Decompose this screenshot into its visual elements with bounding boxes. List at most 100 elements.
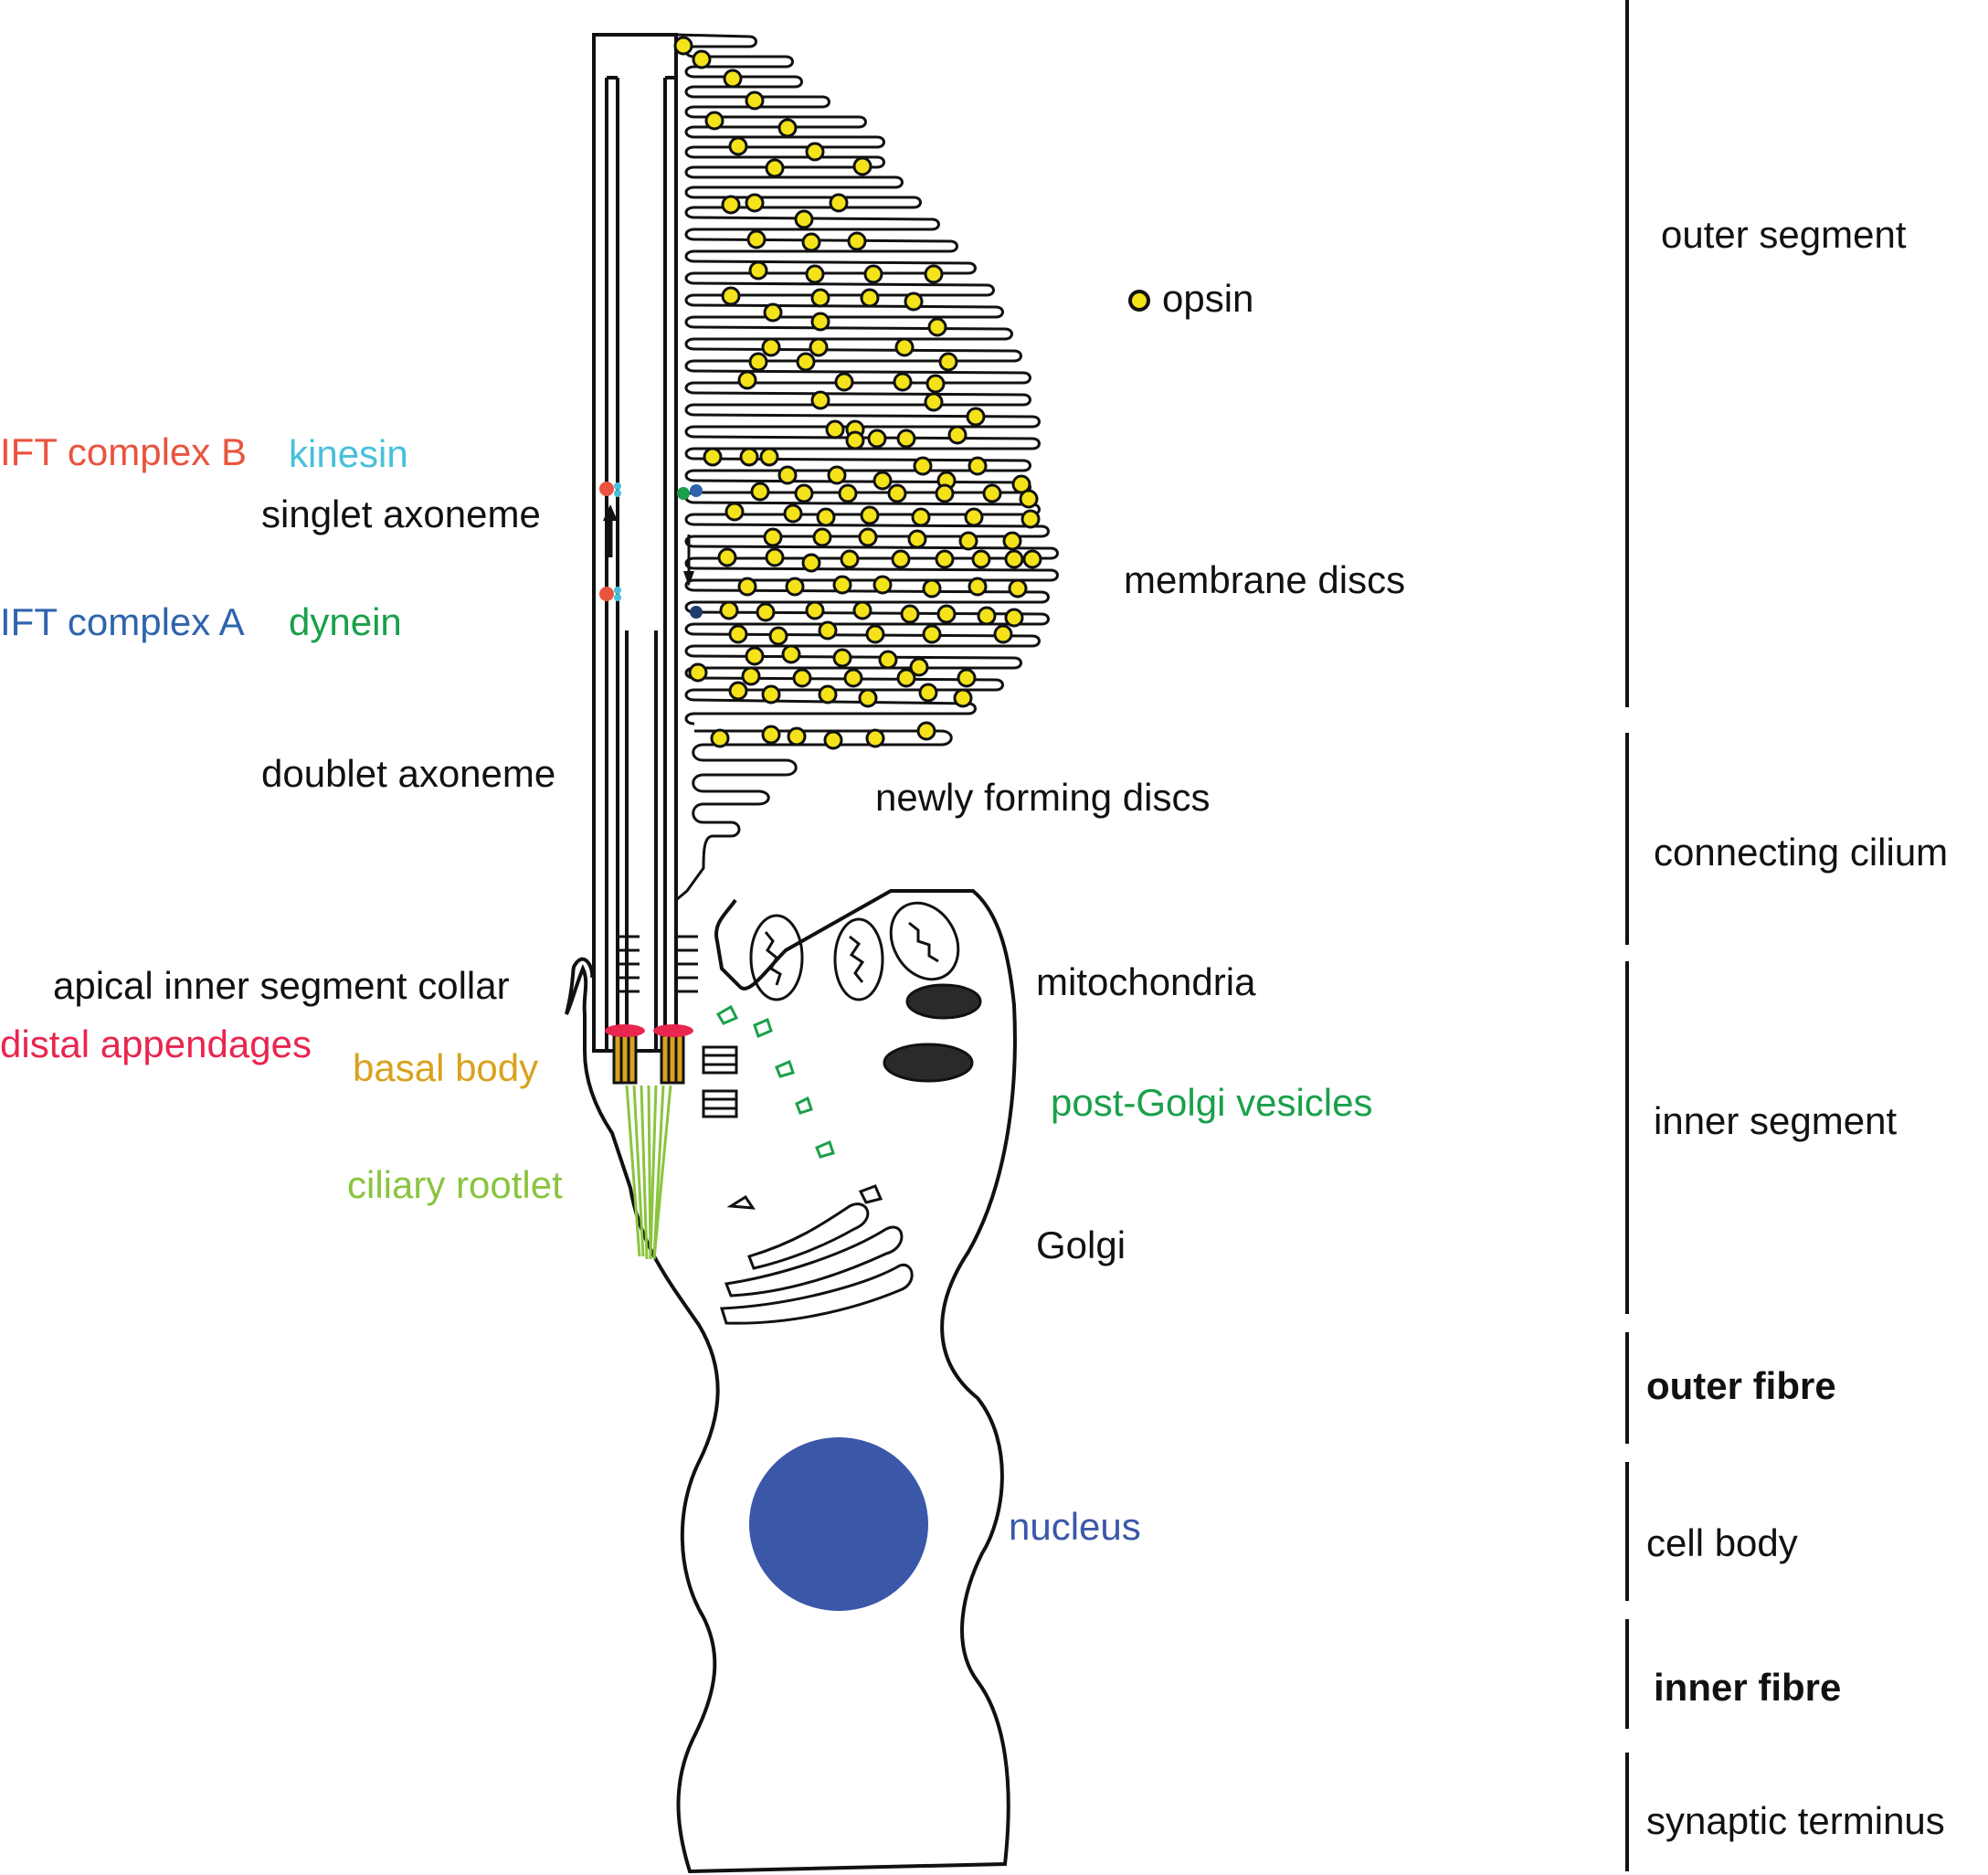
retrograde-arrowhead — [683, 571, 694, 587]
opsin-dot — [852, 156, 872, 176]
opsin-dot — [982, 483, 1002, 503]
opsin-dot — [825, 419, 845, 440]
ciliary-rootlet-label: ciliary rootlet — [347, 1163, 563, 1206]
ift-complex-b-label: IFT complex B — [0, 430, 247, 473]
membrane-disc-outlines — [675, 33, 1059, 902]
opsin-dot — [832, 648, 852, 668]
opsin-dot — [936, 604, 957, 624]
opsin-dot — [858, 688, 878, 708]
opsin-dot — [924, 392, 944, 412]
opsin-dot — [860, 505, 880, 525]
opsin-dot — [878, 650, 898, 670]
opsin-dot — [745, 193, 765, 213]
opsin-dot — [761, 684, 781, 704]
opsin-dot — [971, 549, 991, 569]
segment-label-connecting-cilium: connecting cilium — [1654, 831, 1949, 874]
opsin-dot — [845, 430, 865, 450]
segment-bar-connecting-cilium — [1625, 733, 1629, 945]
opsin-dot — [805, 264, 825, 284]
opsin-dot — [673, 36, 693, 56]
opsin-dot — [964, 507, 984, 527]
opsin-dot — [918, 683, 938, 703]
opsin-dot — [792, 668, 812, 688]
ift-a-marker-bottom — [690, 606, 703, 619]
opsin-dot — [925, 374, 946, 394]
opsin-dot — [761, 725, 781, 745]
opsin-dot — [911, 507, 931, 527]
opsin-dot — [894, 337, 915, 357]
opsin-dot — [745, 90, 765, 111]
segment-label-outer-fibre: outer fibre — [1646, 1364, 1836, 1407]
opsin-dot — [1004, 549, 1024, 569]
opsin-dot — [938, 352, 958, 372]
opsin-dot — [865, 624, 885, 644]
opsin-dot — [721, 195, 741, 215]
ift-b-marker-top — [599, 482, 614, 496]
opsin-dot — [746, 229, 767, 249]
opsin-dot — [896, 429, 916, 449]
opsin-dot — [745, 646, 765, 666]
opsin-dot — [739, 447, 759, 467]
opsin-dot — [794, 483, 814, 503]
opsin-dot — [872, 575, 893, 595]
kinesin-marker-bottom — [614, 587, 621, 594]
opsin-dot — [737, 370, 757, 390]
opsin-dot — [900, 604, 920, 624]
opsin-dot — [721, 286, 741, 306]
segment-label-inner-fibre: inner fibre — [1654, 1666, 1842, 1709]
opsin-dot — [761, 337, 781, 357]
segment-label-cell-body: cell body — [1646, 1521, 1798, 1564]
golgi-label: Golgi — [1036, 1224, 1126, 1266]
opsin-dot — [719, 600, 739, 620]
kinesin-marker-top-2 — [614, 490, 621, 497]
segment-label-outer-segment: outer segment — [1661, 213, 1907, 256]
opsin-dot — [838, 483, 858, 503]
opsin-dot — [916, 721, 936, 741]
opsin-dot — [935, 549, 955, 569]
segment-label-inner-segment: inner segment — [1654, 1099, 1898, 1142]
opsin-dot — [1019, 489, 1039, 509]
opsin-dot — [818, 620, 838, 641]
opsin-dot — [872, 471, 893, 491]
membrane-discs-label: membrane discs — [1124, 558, 1406, 601]
ift-b-marker-bottom — [599, 587, 614, 601]
opsin-dot — [968, 577, 988, 597]
opsin-dot — [801, 553, 821, 573]
opsin-dot — [765, 158, 785, 178]
opsin-dot — [692, 49, 712, 69]
opsin-dot — [909, 657, 929, 677]
opsin-dot — [977, 606, 997, 626]
opsin-dot — [1022, 549, 1042, 569]
opsin-dot — [843, 668, 863, 688]
opsin-dot — [966, 407, 986, 427]
opsin-dot — [958, 531, 978, 551]
segment-bar-cell-body — [1625, 1462, 1629, 1601]
nucleus-shape — [749, 1437, 928, 1611]
cell-outline — [565, 889, 1017, 1874]
opsin-dot — [768, 626, 788, 646]
basal-body-shapes — [612, 1033, 685, 1085]
opsin-dot — [805, 142, 825, 162]
opsin-dot — [1004, 608, 1024, 628]
opsin-dot — [810, 288, 830, 308]
opsin-dot — [750, 482, 770, 502]
opsin-dot — [728, 681, 748, 701]
opsin-dot — [748, 352, 768, 372]
kinesin-label: kinesin — [289, 432, 408, 475]
ift-a-marker-top — [690, 484, 703, 497]
opsin-dot — [922, 624, 942, 644]
opsin-dot — [840, 549, 860, 569]
disc-fold-path — [675, 33, 1059, 726]
opsin-dot — [810, 312, 830, 332]
distal-appendages-label: distal appendages — [0, 1022, 312, 1065]
opsin-dot — [904, 291, 924, 312]
opsin-dot — [865, 728, 885, 748]
opsin-dot — [896, 668, 916, 688]
opsin-dot — [728, 136, 748, 156]
opsin-dot — [809, 337, 829, 357]
opsin-dot — [947, 425, 968, 445]
opsin-dot — [724, 502, 745, 522]
opsin-dot — [818, 684, 838, 704]
opsin-dot — [796, 352, 816, 372]
opsin-dot — [1011, 474, 1031, 494]
